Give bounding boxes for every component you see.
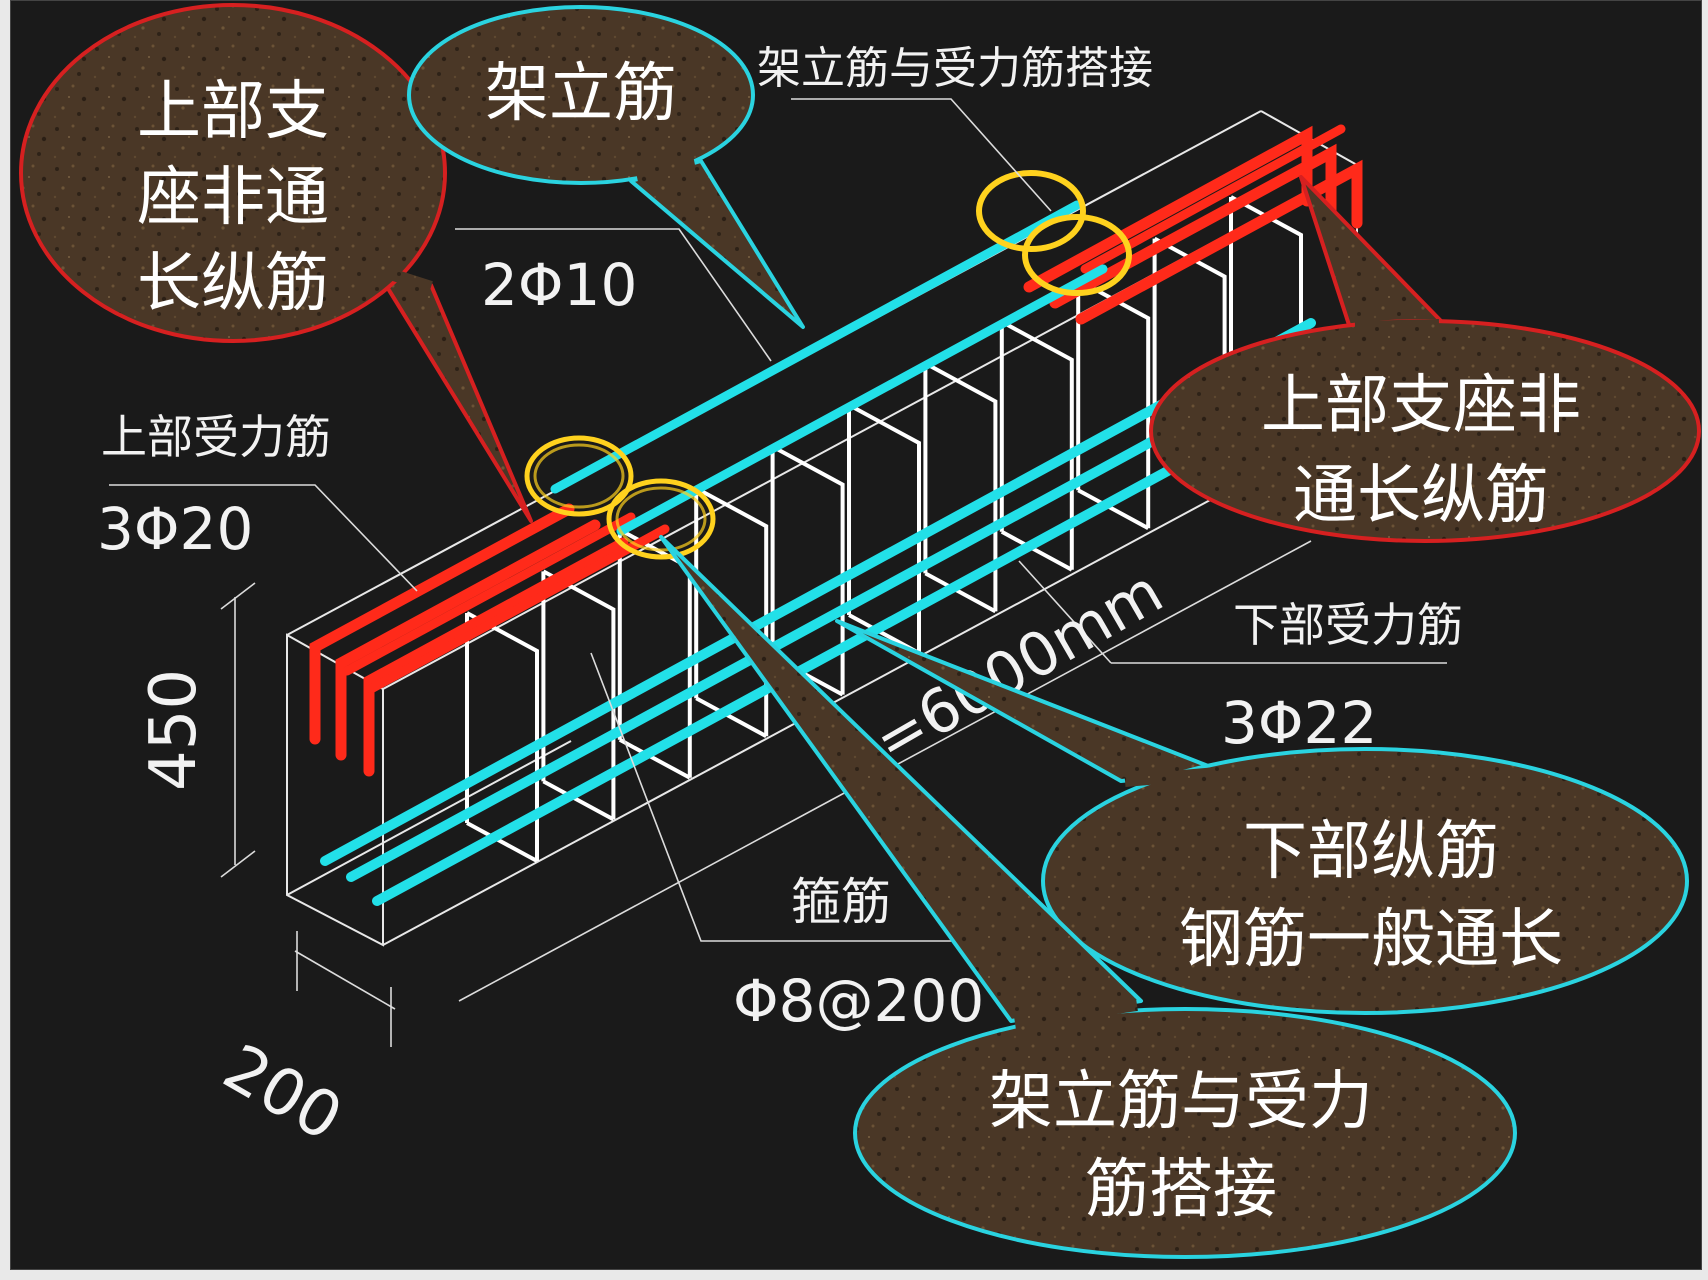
callout-left-line-2: 座非通: [137, 161, 329, 235]
height-dimension: 450: [137, 669, 211, 791]
top-rebar-red: [309, 124, 1363, 777]
erect-bars-cyan: [550, 200, 1108, 536]
width-dimension: 200: [211, 1031, 354, 1156]
callout-left-line-3: 长纵筋: [137, 247, 329, 321]
stirrup-spec: Φ8@200: [733, 967, 984, 1035]
callout-left-line-1: 上部支: [137, 75, 329, 149]
callout-erect-bar: 架立筋: [407, 5, 805, 329]
bottom-rebar-label: 下部受力筋: [1233, 598, 1463, 652]
callout-erect-line-1: 架立筋: [485, 57, 677, 131]
callout-lap-splice: 架立筋与受力 筋搭接: [659, 535, 1517, 1259]
callout-bottom-line-1: 下部纵筋: [1243, 815, 1499, 889]
erect-bar-spec: 2Φ10: [481, 251, 637, 319]
callout-bottom-long: 下部纵筋 钢筋一般通长: [835, 619, 1689, 1015]
beam-rebar-diagram: 架立筋与受力筋搭接 上部受力筋 3Φ20 2Φ10 下部受力筋 3Φ22 箍筋 …: [19, 3, 1701, 1259]
callout-lap-line-2: 筋搭接: [1085, 1153, 1277, 1227]
drawing-canvas: 架立筋与受力筋搭接 上部受力筋 3Φ20 2Φ10 下部受力筋 3Φ22 箍筋 …: [10, 0, 1702, 1270]
callout-right-line-2: 通长纵筋: [1293, 459, 1549, 533]
bottom-rebar-spec: 3Φ22: [1221, 689, 1377, 757]
top-rebar-spec: 3Φ20: [97, 495, 253, 563]
callout-lap-line-1: 架立筋与受力: [989, 1065, 1373, 1139]
callout-bottom-line-2: 钢筋一般通长: [1179, 903, 1563, 977]
callout-right-top-support: 上部支座非 通长纵筋: [1149, 175, 1701, 543]
callout-right-line-1: 上部支座非: [1261, 369, 1581, 443]
top-rebar-label: 上部受力筋: [101, 410, 331, 464]
leader-lines: [109, 98, 1447, 1047]
lap-title-label: 架立筋与受力筋搭接: [757, 43, 1153, 94]
stirrup-label: 箍筋: [791, 873, 891, 931]
callout-left-top-support: 上部支 座非通 长纵筋: [19, 3, 533, 523]
lap-highlight-rings: [524, 170, 1132, 560]
